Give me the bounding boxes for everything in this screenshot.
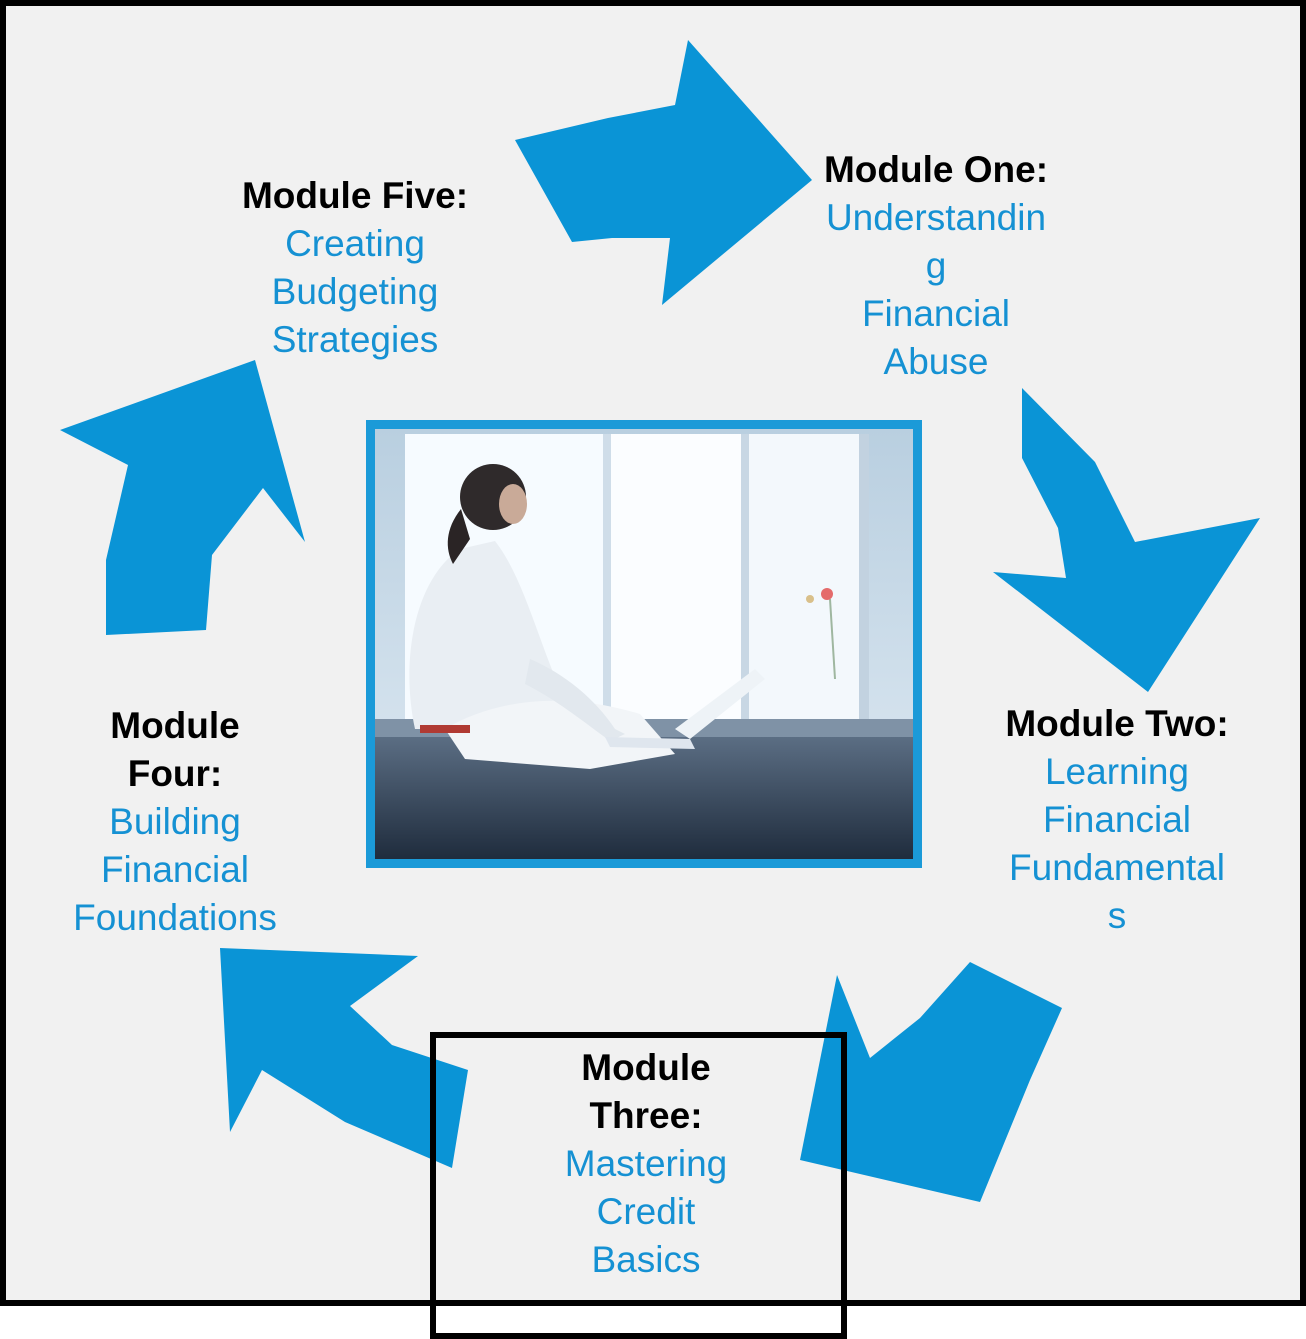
module-five-title: Module Five: — [241, 175, 469, 216]
curved-arrow-icon — [993, 388, 1260, 692]
module-two-title: Module Two: — [1005, 703, 1229, 744]
module-three-highlight-box — [430, 1032, 847, 1339]
woman-with-laptop-photo — [375, 429, 913, 859]
curved-arrow-icon — [60, 360, 305, 635]
module-one-title: Module One: — [823, 149, 1049, 190]
photo-woman-with-laptop — [366, 420, 922, 868]
curved-arrow-icon — [515, 40, 812, 305]
curved-arrow-icon — [800, 962, 1062, 1202]
curved-arrow-icon — [220, 948, 468, 1168]
cycle-arrows — [60, 40, 1260, 1202]
